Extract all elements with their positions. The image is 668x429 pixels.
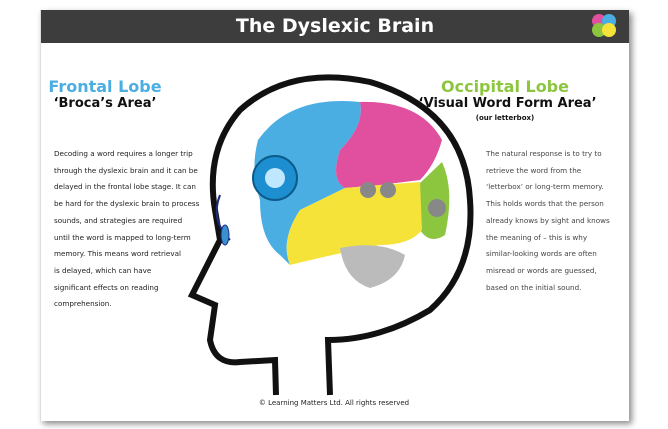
- head-outline: [187, 74, 474, 396]
- text-line: until the word is mapped to long-term: [54, 232, 191, 242]
- copyright-footer: © Learning Matters Ltd. All rights reser…: [258, 399, 410, 407]
- parietal-lobe: [336, 101, 442, 188]
- text-line: The natural response is to try to: [486, 149, 602, 158]
- text-line: sounds, and strategies are required: [54, 215, 183, 225]
- colorful-brain-logo-icon: [592, 14, 616, 37]
- text-line: through the dyslexic brain and it can be: [54, 165, 198, 175]
- occipital-lobe-title: Occipital Lobe: [441, 77, 569, 96]
- text-line: based on the initial sound.: [486, 282, 582, 292]
- text-line: ‘letterbox’ or long-term memory.: [486, 182, 604, 192]
- text-line: the meaning of – this is why: [486, 232, 588, 242]
- text-line: be hard for the dyslexic brain to proces…: [54, 199, 200, 209]
- frontal-description: Decoding a word requires a longer trip t…: [54, 146, 219, 313]
- text-line: significant effects on reading: [54, 282, 159, 292]
- cerebellum: [340, 245, 405, 288]
- header-bar: The Dyslexic Brain: [41, 10, 629, 43]
- frontal-lobe-title: Frontal Lobe: [48, 77, 162, 96]
- page-title: The Dyslexic Brain: [235, 15, 435, 37]
- text-line: is delayed, which can have: [54, 265, 152, 275]
- text-line: Decoding a word requires a longer trip: [54, 149, 193, 158]
- text-line: already knows by sight and knows: [486, 215, 610, 225]
- temporal-lobe: [286, 182, 422, 265]
- star-dot: [428, 199, 446, 217]
- text-line: This holds words that the person: [486, 199, 604, 209]
- frontal-lobe: [254, 101, 361, 265]
- text-line: retrieve the word from the: [486, 165, 582, 175]
- head-brain-illustration: [187, 74, 474, 396]
- text-line: delayed in the frontal lobe stage. It ca…: [54, 182, 196, 192]
- text-line: comprehension.: [54, 299, 112, 309]
- gray-dot: [380, 182, 396, 198]
- occipital-lobe-note: (our letterbox): [475, 114, 535, 122]
- occipital-description: The natural response is to try to retrie…: [486, 146, 636, 296]
- occipital-lobe-subtitle: ‘Visual Word Form Area’: [418, 96, 597, 111]
- text-line: similar-looking words are often: [486, 249, 597, 259]
- gray-dot: [360, 182, 376, 198]
- text-line: misread or words are guessed,: [486, 265, 597, 275]
- frontal-lobe-subtitle: ‘Broca’s Area’: [53, 96, 157, 111]
- text-line: memory. This means word retrieval: [54, 249, 181, 259]
